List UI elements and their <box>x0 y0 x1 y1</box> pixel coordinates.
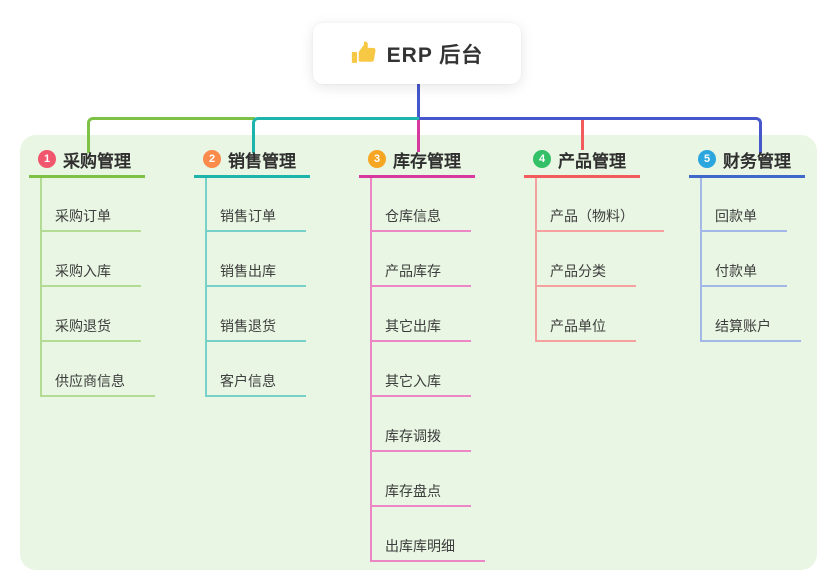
leaf-underline <box>535 340 636 342</box>
leaf-underline <box>370 505 471 507</box>
branch-number-badge: 2 <box>203 150 221 168</box>
branch-spine-line <box>535 178 537 342</box>
leaf-node[interactable]: 销售出库 <box>220 263 276 279</box>
branch-number-badge: 1 <box>38 150 56 168</box>
leaf-node[interactable]: 付款单 <box>715 263 757 279</box>
leaf-underline <box>40 340 141 342</box>
leaf-underline <box>370 340 471 342</box>
leaf-underline <box>700 285 787 287</box>
leaf-node[interactable]: 产品库存 <box>385 263 441 279</box>
leaf-node[interactable]: 库存调拨 <box>385 428 441 444</box>
branch-node[interactable]: 1 采购管理 <box>29 146 131 172</box>
branch-spine-line <box>40 178 42 397</box>
branch-spine-line <box>370 178 372 562</box>
branch-number-badge: 4 <box>533 150 551 168</box>
branch-node[interactable]: 5 财务管理 <box>689 146 791 172</box>
branch-label: 采购管理 <box>63 151 131 171</box>
branch-label: 产品管理 <box>558 151 626 171</box>
leaf-underline <box>40 395 155 397</box>
bus-elbow-branch-1 <box>87 117 255 153</box>
leaf-underline <box>370 230 471 232</box>
leaf-underline <box>370 450 471 452</box>
root-stem-line <box>417 84 420 120</box>
thumbs-up-icon <box>351 41 377 67</box>
branch-underline <box>524 175 640 178</box>
branch-node[interactable]: 4 产品管理 <box>524 146 626 172</box>
branch-spine-line <box>700 178 702 342</box>
leaf-underline <box>700 230 787 232</box>
leaf-node[interactable]: 库存盘点 <box>385 483 441 499</box>
leaf-node[interactable]: 仓库信息 <box>385 208 441 224</box>
mindmap-group-panel <box>20 135 817 570</box>
leaf-node[interactable]: 采购退货 <box>55 318 111 334</box>
branch-number-badge: 5 <box>698 150 716 168</box>
branch-node[interactable]: 3 库存管理 <box>359 146 461 172</box>
leaf-node[interactable]: 供应商信息 <box>55 373 125 389</box>
branch-node[interactable]: 2 销售管理 <box>194 146 296 172</box>
leaf-underline <box>205 340 306 342</box>
leaf-underline <box>370 285 471 287</box>
leaf-node[interactable]: 其它出库 <box>385 318 441 334</box>
drop-line-branch-3 <box>417 120 420 152</box>
branch-label: 库存管理 <box>393 151 461 171</box>
branch-number-badge: 3 <box>368 150 386 168</box>
branch-spine-line <box>205 178 207 397</box>
leaf-node[interactable]: 产品单位 <box>550 318 606 334</box>
branch-underline <box>29 175 145 178</box>
leaf-underline <box>205 230 306 232</box>
leaf-node[interactable]: 采购订单 <box>55 208 111 224</box>
leaf-underline <box>370 560 485 562</box>
leaf-underline <box>205 395 306 397</box>
leaf-node[interactable]: 客户信息 <box>220 373 276 389</box>
branch-underline <box>359 175 475 178</box>
leaf-underline <box>40 285 141 287</box>
branch-label: 财务管理 <box>723 151 791 171</box>
leaf-node[interactable]: 采购入库 <box>55 263 111 279</box>
leaf-underline <box>535 285 636 287</box>
root-label: ERP 后台 <box>386 43 484 67</box>
leaf-node[interactable]: 产品分类 <box>550 263 606 279</box>
leaf-underline <box>535 230 664 232</box>
branch-underline <box>689 175 805 178</box>
branch-label: 销售管理 <box>228 151 296 171</box>
leaf-underline <box>700 340 801 342</box>
leaf-node[interactable]: 销售订单 <box>220 208 276 224</box>
leaf-underline <box>40 230 141 232</box>
leaf-underline <box>205 285 306 287</box>
leaf-node[interactable]: 销售退货 <box>220 318 276 334</box>
root-node[interactable]: ERP 后台 <box>313 23 521 84</box>
leaf-node[interactable]: 回款单 <box>715 208 757 224</box>
leaf-node[interactable]: 结算账户 <box>715 318 771 334</box>
bus-elbow-branch-5 <box>419 117 762 153</box>
leaf-node[interactable]: 出库库明细 <box>385 538 455 554</box>
drop-line-branch-4 <box>581 120 584 150</box>
bus-elbow-branch-2 <box>252 117 422 153</box>
leaf-node[interactable]: 产品（物料） <box>550 208 634 224</box>
leaf-node[interactable]: 其它入库 <box>385 373 441 389</box>
leaf-underline <box>370 395 471 397</box>
branch-underline <box>194 175 310 178</box>
